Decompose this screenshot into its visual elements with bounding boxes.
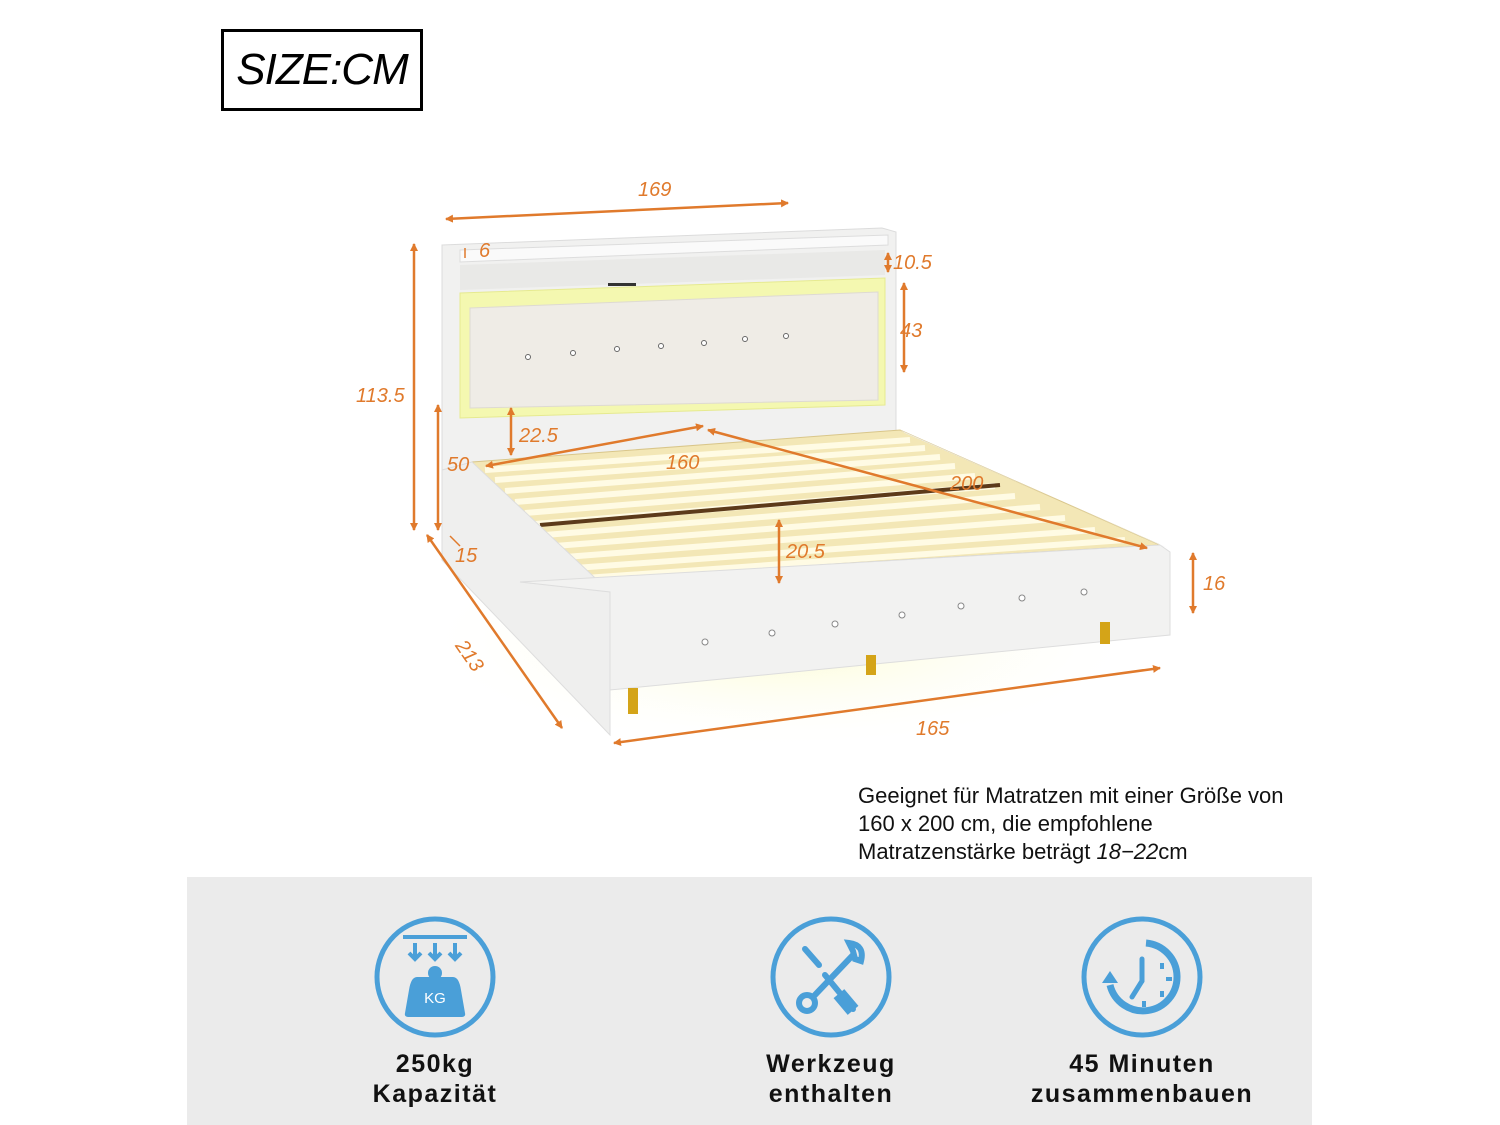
tufting-buttons bbox=[525, 333, 789, 360]
mattress-recommendation-note: Geeignet für Matratzen mit einer Größe v… bbox=[858, 782, 1284, 866]
weight-kg-icon: KG bbox=[374, 916, 496, 1038]
feature-tools: Werkzeug enthalten bbox=[711, 877, 951, 1125]
bed-dimension-diagram: 169 113.5 6 10.5 43 22.5 50 160 200 20.5… bbox=[356, 179, 1226, 750]
dim-headboard-width: 169 bbox=[638, 179, 671, 201]
svg-text:KG: KG bbox=[424, 990, 446, 1007]
dim-inner-length: 200 bbox=[949, 473, 983, 495]
dim-frame-side-height: 16 bbox=[1203, 573, 1226, 595]
dim-slat-support-height: 20.5 bbox=[785, 541, 826, 563]
dimension-lines bbox=[410, 199, 1197, 747]
dim-panel-gap: 22.5 bbox=[518, 425, 559, 447]
feature-tools-label: Werkzeug enthalten bbox=[766, 1050, 896, 1108]
mattress-thickness-range: 18−22 bbox=[1096, 839, 1159, 864]
feature-panel: KG 250kg Kapazität Werkzeug enthalten bbox=[187, 877, 1312, 1125]
feature-capacity: KG 250kg Kapazität bbox=[315, 877, 555, 1125]
headboard bbox=[441, 227, 897, 549]
dim-panel-height: 43 bbox=[900, 320, 922, 342]
dim-shelf-height: 10.5 bbox=[893, 252, 933, 274]
dim-total-width: 165 bbox=[916, 718, 950, 740]
dim-frame-offset: 15 bbox=[455, 545, 478, 567]
frame-tufting-buttons bbox=[701, 588, 1088, 646]
feature-assembly-label: 45 Minuten zusammenbauen bbox=[1030, 1050, 1254, 1108]
usb-charging-ports bbox=[608, 283, 636, 286]
dim-shelf-thickness: 6 bbox=[479, 240, 491, 262]
dim-total-height: 113.5 bbox=[356, 385, 405, 407]
feature-capacity-label: 250kg Kapazität bbox=[372, 1050, 498, 1108]
clock-icon bbox=[1081, 916, 1203, 1038]
size-unit-text: SIZE:CM bbox=[236, 45, 408, 94]
feature-assembly-time: 45 Minuten zusammenbauen bbox=[1022, 877, 1262, 1125]
note-line-3: Matratzenstärke beträgt 18−22cm bbox=[858, 839, 1188, 864]
note-line-2: 160 x 200 cm, die empfohlene bbox=[858, 811, 1153, 836]
dim-inner-width: 160 bbox=[666, 452, 699, 474]
size-unit-label: SIZE:CM bbox=[221, 29, 423, 111]
note-line-1: Geeignet für Matratzen mit einer Größe v… bbox=[858, 783, 1284, 808]
dim-side-rail-height: 50 bbox=[447, 454, 469, 476]
tools-icon bbox=[770, 916, 892, 1038]
